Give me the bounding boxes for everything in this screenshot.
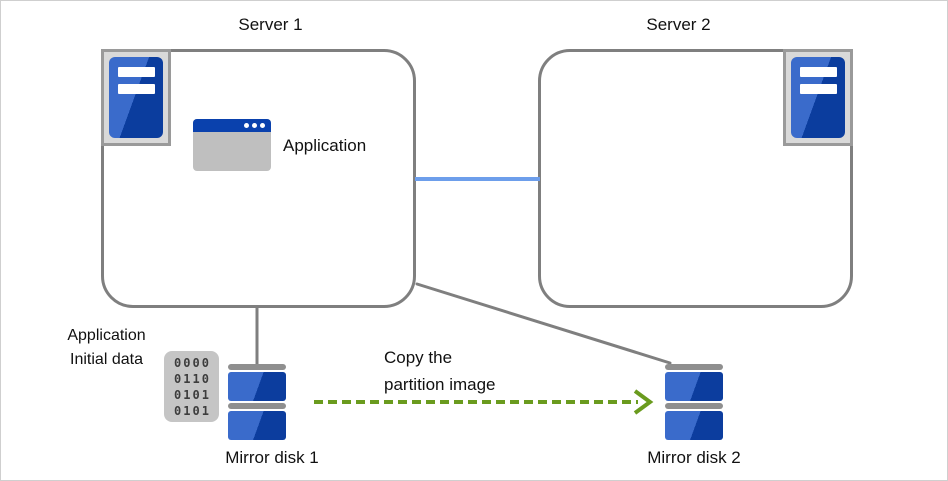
binary-row: 0101 (174, 403, 211, 418)
binary-data-icon: 0000 0110 0101 0101 (164, 351, 219, 422)
disk-cap (665, 403, 723, 409)
tower-slot-bar (118, 67, 155, 77)
disk-cap (228, 364, 286, 370)
window-dot (244, 123, 249, 128)
disk-cap (228, 403, 286, 409)
server1-tower-icon (101, 49, 171, 146)
disk-platter (228, 372, 286, 401)
binary-row: 0101 (174, 387, 211, 402)
application-label: Application (283, 136, 367, 155)
tower-slot-bar (118, 84, 155, 94)
initial-data-label: Application Initial data (29, 324, 184, 372)
binary-row: 0110 (174, 371, 211, 386)
tower-body (109, 57, 163, 138)
tower-body (791, 57, 845, 138)
mirror-disk2-icon (665, 364, 723, 442)
copy-arrow-label: Copy the partition image (384, 344, 496, 398)
initial-data-label-line2: Initial data (70, 351, 143, 368)
binary-row: 0000 (174, 355, 211, 370)
server1-label: Server 1 (238, 15, 303, 34)
disk-platter (665, 411, 723, 440)
tower-slot-bar (800, 84, 837, 94)
disk2-connector-line (415, 282, 672, 365)
server2-tower-icon (783, 49, 853, 146)
copy-arrow-head-icon (633, 389, 654, 415)
server2-label: Server 2 (646, 15, 711, 34)
window-dot (252, 123, 257, 128)
copy-arrow-label-line2: partition image (384, 375, 496, 394)
disk-platter (665, 372, 723, 401)
mirror-disk1-label: Mirror disk 1 (225, 448, 319, 467)
window-dot (260, 123, 265, 128)
application-window-icon (193, 119, 271, 171)
disk-cap (665, 364, 723, 370)
copy-arrow-label-line1: Copy the (384, 348, 453, 367)
window-dots-icon (244, 123, 265, 128)
mirror-disk1-icon (228, 364, 286, 442)
tower-slot-bar (800, 67, 837, 77)
mirror-disk2-label: Mirror disk 2 (647, 448, 741, 467)
disk-platter (228, 411, 286, 440)
initial-data-label-line1: Application (67, 327, 146, 344)
window-titlebar (193, 119, 271, 132)
